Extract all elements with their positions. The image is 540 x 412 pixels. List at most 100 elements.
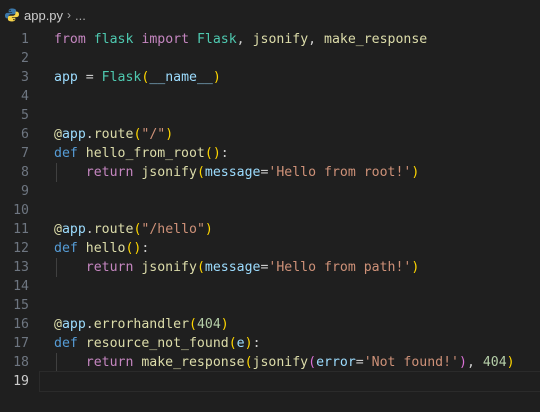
code-line[interactable]: 7 def hello_from_root(): xyxy=(0,144,540,163)
code-token: error xyxy=(316,355,356,370)
code-line-content[interactable]: def hello(): xyxy=(40,239,540,258)
code-line-content[interactable]: def hello_from_root(): xyxy=(40,144,540,163)
code-token: hello_from_root xyxy=(85,146,205,161)
code-token: return xyxy=(85,260,134,275)
code-token: def xyxy=(54,241,78,256)
code-line[interactable]: 6 @app.route("/") xyxy=(0,125,540,144)
code-token xyxy=(189,32,197,47)
code-line-content[interactable]: return make_response(jsonify(error='Not … xyxy=(40,353,540,372)
code-token: ) xyxy=(220,317,229,332)
code-line-content[interactable]: @app.route("/") xyxy=(40,125,540,144)
code-text: def resource_not_found(e): xyxy=(54,334,261,353)
code-line[interactable]: 10 xyxy=(0,201,540,220)
line-number: 17 xyxy=(13,336,29,351)
code-token: jsonify xyxy=(252,32,309,47)
code-line[interactable]: 8 return jsonify(message='Hello from roo… xyxy=(0,163,540,182)
code-token: ( xyxy=(244,355,253,370)
code-line-content[interactable] xyxy=(39,371,540,392)
code-token: e xyxy=(236,336,245,351)
code-line-content[interactable] xyxy=(40,87,540,106)
line-number: 6 xyxy=(21,127,29,142)
code-line-content[interactable]: def resource_not_found(e): xyxy=(40,334,540,353)
code-line[interactable]: 2 xyxy=(0,49,540,68)
code-token: jsonify xyxy=(141,165,197,180)
code-token: ) xyxy=(506,355,515,370)
code-text: from flask import Flask, jsonify, make_r… xyxy=(54,30,427,49)
code-line[interactable]: 9 xyxy=(0,182,540,201)
code-text: def hello_from_root(): xyxy=(54,144,229,163)
code-token xyxy=(78,146,86,161)
code-token: ) xyxy=(212,70,221,85)
code-line-content[interactable]: @app.route("/hello") xyxy=(40,220,540,239)
breadcrumb: app.py › ... xyxy=(0,0,540,30)
code-line[interactable]: 15 xyxy=(0,296,540,315)
code-line[interactable]: 4 xyxy=(0,87,540,106)
code-token: app xyxy=(54,70,78,85)
code-token: , xyxy=(236,32,253,47)
code-line[interactable]: 13 return jsonify(message='Hello from pa… xyxy=(0,258,540,277)
code-line[interactable]: 16 @app.errorhandler(404) xyxy=(0,315,540,334)
code-token: ( xyxy=(196,260,205,275)
code-line[interactable]: 11@app.route("/hello") xyxy=(0,220,540,239)
code-token: = xyxy=(260,165,269,180)
code-token: "/hello" xyxy=(141,222,205,237)
code-line-content[interactable] xyxy=(40,296,540,315)
code-line[interactable]: 14 xyxy=(0,277,540,296)
code-line[interactable]: 5 xyxy=(0,106,540,125)
code-line[interactable]: 18 return make_response(jsonify(error='N… xyxy=(0,353,540,372)
code-token: . xyxy=(85,317,94,332)
code-line-content[interactable] xyxy=(40,201,540,220)
line-number: 19 xyxy=(13,374,29,389)
breadcrumb-file[interactable]: app.py xyxy=(24,7,64,23)
code-line[interactable]: 19 xyxy=(0,371,540,392)
line-number: 16 xyxy=(13,317,29,332)
breadcrumb-symbols[interactable]: ... xyxy=(75,7,86,23)
code-line-content[interactable] xyxy=(40,277,540,296)
line-number: 10 xyxy=(13,203,29,218)
code-token: . xyxy=(85,222,94,237)
code-token: , xyxy=(466,355,483,370)
line-number: 3 xyxy=(21,70,29,85)
code-token: ( xyxy=(228,336,237,351)
code-line-content[interactable]: return jsonify(message='Hello from root!… xyxy=(40,163,540,182)
code-token: "/" xyxy=(141,127,166,142)
code-token: make_response xyxy=(324,32,428,47)
code-token: ( xyxy=(133,127,142,142)
code-token: errorhandler xyxy=(93,317,190,332)
code-token: Flask xyxy=(196,32,237,47)
code-token: ( xyxy=(189,317,197,332)
code-line-content[interactable]: app = Flask(__name__) xyxy=(40,68,540,87)
code-token: flask xyxy=(93,32,134,47)
code-token: @ xyxy=(54,317,62,332)
code-line-content[interactable]: @app.errorhandler(404) xyxy=(40,315,540,334)
indent-guide xyxy=(56,353,57,372)
code-token: , xyxy=(308,32,325,47)
code-token xyxy=(86,32,94,47)
code-line[interactable]: 3 app = Flask(__name__) xyxy=(0,68,540,87)
code-line-content[interactable] xyxy=(40,49,540,68)
code-token: app xyxy=(61,317,86,332)
code-token: 'Not found!' xyxy=(363,355,459,370)
line-number: 7 xyxy=(21,146,29,161)
code-token: hello xyxy=(85,241,126,256)
code-token: ) xyxy=(204,222,213,237)
code-token xyxy=(54,260,86,275)
code-token: = xyxy=(260,260,269,275)
code-line-content[interactable] xyxy=(40,106,540,125)
indent-guide xyxy=(56,258,57,277)
code-line[interactable]: 17 def resource_not_found(e): xyxy=(0,334,540,353)
code-line-content[interactable]: return jsonify(message='Hello from path!… xyxy=(40,258,540,277)
code-token xyxy=(54,355,86,370)
code-line-content[interactable]: from flask import Flask, jsonify, make_r… xyxy=(40,30,540,49)
code-text: return make_response(jsonify(error='Not … xyxy=(54,353,515,372)
line-number: 15 xyxy=(13,298,29,313)
code-line-content[interactable] xyxy=(40,182,540,201)
code-text: app = Flask(__name__) xyxy=(54,68,221,87)
code-token: ( xyxy=(133,222,142,237)
code-text: @app.route("/hello") xyxy=(54,220,213,239)
code-token: ) xyxy=(411,165,420,180)
line-number: 9 xyxy=(21,184,29,199)
